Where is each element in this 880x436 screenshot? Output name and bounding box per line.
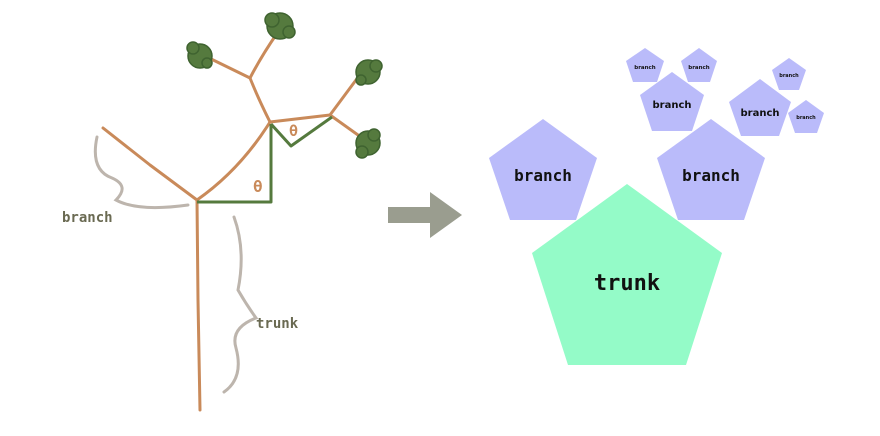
leaf-top xyxy=(264,12,296,40)
branch-pentagon-left-label: branch xyxy=(514,166,572,185)
braces xyxy=(93,135,259,394)
leaf-left xyxy=(186,41,213,69)
branch-pentagon-left xyxy=(489,119,597,220)
angle-markers xyxy=(197,115,333,204)
branch-pentagon-tiny-2 xyxy=(681,48,717,82)
leaf-upper-right xyxy=(355,59,383,86)
branch-pentagon-tiny-2-label: branch xyxy=(688,65,710,71)
branch-pentagon-mid-right-label: branch xyxy=(740,108,779,119)
branch-pentagon-right-label: branch xyxy=(682,166,740,185)
leaf-lower-right xyxy=(355,128,381,159)
tree-trunk-stroke xyxy=(195,198,202,412)
branch-pentagon-tiny-3 xyxy=(772,58,806,90)
angle-marker-lower xyxy=(197,124,273,204)
tree-stem-upper-right xyxy=(328,78,358,117)
branch-pentagon-mid-left xyxy=(640,72,704,131)
branch-label: branch xyxy=(62,210,113,226)
angle-marker-upper xyxy=(269,115,333,148)
trunk-pentagon xyxy=(532,184,722,365)
tree-stem-right xyxy=(268,113,332,124)
tree-leaves xyxy=(186,12,383,159)
tree-stem-up xyxy=(248,76,272,124)
tree-stem-left xyxy=(203,54,252,80)
tree-stem-top xyxy=(248,30,280,80)
tree-branch-left xyxy=(101,126,199,202)
theta-label-lower: θ xyxy=(253,177,263,196)
branch-pentagon-mid-right xyxy=(729,79,791,136)
branch-pentagon-tiny-4-label: branch xyxy=(796,115,816,121)
right-arrow-icon xyxy=(388,192,462,238)
branch-pentagon-tiny-1-label: branch xyxy=(634,65,656,71)
trunk-label: trunk xyxy=(256,316,299,332)
trunk-brace xyxy=(222,215,259,394)
branch-pentagon-tiny-1 xyxy=(626,48,664,82)
branch-pentagon-tiny-3-label: branch xyxy=(779,73,799,79)
hand-drawn-tree xyxy=(101,30,367,412)
branch-pentagon-right xyxy=(657,119,765,220)
branch-brace xyxy=(93,135,190,210)
theta-label-upper: θ xyxy=(289,122,298,140)
tree-branch-right xyxy=(195,120,272,202)
branch-pentagon-mid-left-label: branch xyxy=(652,100,691,111)
branch-pentagon-tiny-4 xyxy=(788,100,824,133)
trunk-pentagon-label: trunk xyxy=(594,271,660,296)
